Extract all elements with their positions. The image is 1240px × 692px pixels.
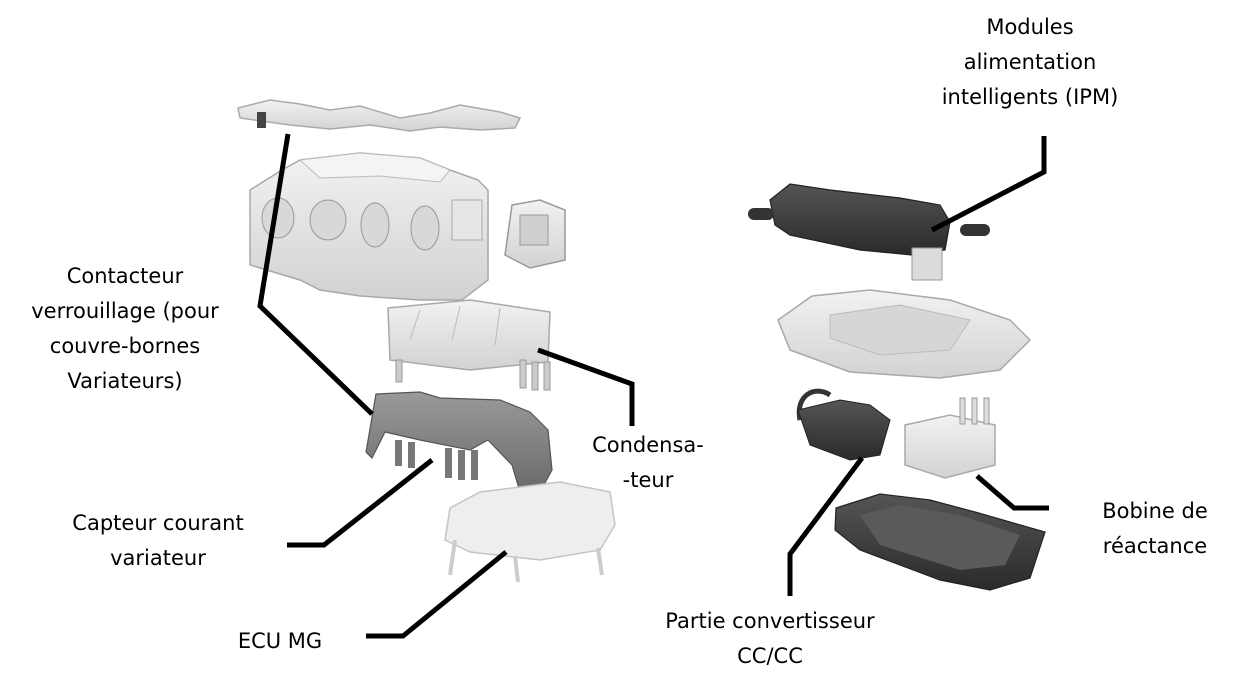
capacitor-part bbox=[387, 299, 551, 391]
interlock-contactor-part bbox=[257, 112, 266, 128]
label-line: Bobine de bbox=[1102, 499, 1208, 523]
label-line: Capteur courant bbox=[72, 511, 244, 535]
label-line: couvre-bornes bbox=[49, 334, 201, 358]
label-line: verrouillage (pour bbox=[31, 299, 219, 323]
leader-line-capteur bbox=[287, 458, 434, 548]
label-line: alimentation bbox=[963, 50, 1097, 74]
converter-frame-part bbox=[777, 289, 1032, 379]
label-line: Partie convertisseur bbox=[665, 609, 875, 633]
label-line: ECU MG bbox=[237, 629, 323, 653]
ipm-module-part bbox=[748, 183, 990, 281]
lower-cover-tray-part bbox=[834, 493, 1046, 591]
ecu-mg-board-part bbox=[444, 481, 616, 583]
label-ipm: Modules alimentation intelligents (IPM) bbox=[920, 10, 1140, 115]
leader-line-ipm bbox=[930, 136, 1047, 233]
label-ecu: ECU MG bbox=[210, 624, 350, 659]
label-line: Modules bbox=[986, 15, 1074, 39]
label-capteur: Capteur courant variateur bbox=[48, 506, 268, 576]
label-line: réactance bbox=[1102, 534, 1208, 558]
leader-line-convertisseur bbox=[787, 456, 864, 596]
side-connector-part bbox=[504, 199, 566, 269]
label-bobine: Bobine de réactance bbox=[1080, 494, 1230, 564]
label-line: variateur bbox=[110, 546, 206, 570]
leader-line-ecu bbox=[366, 550, 508, 639]
label-line: Condensa- bbox=[592, 433, 704, 457]
leader-line-condensateur bbox=[537, 347, 635, 426]
label-convertisseur: Partie convertisseur CC/CC bbox=[640, 604, 900, 674]
reactor-coil-part bbox=[904, 397, 996, 479]
leader-line-bobine bbox=[975, 474, 1049, 511]
inverter-housing-part bbox=[249, 152, 489, 301]
dcdc-converter-part bbox=[796, 388, 891, 461]
label-line: Variateurs) bbox=[67, 369, 183, 393]
top-cover-part bbox=[237, 99, 522, 132]
label-line: Contacteur bbox=[66, 264, 184, 288]
label-contacteur: Contacteur verrouillage (pour couvre-bor… bbox=[10, 259, 240, 399]
label-line: CC/CC bbox=[737, 644, 803, 668]
leader-line-contacteur bbox=[257, 133, 374, 416]
label-condensateur: Condensa- -teur bbox=[578, 428, 718, 498]
label-line: -teur bbox=[622, 468, 674, 492]
label-line: intelligents (IPM) bbox=[941, 85, 1119, 109]
current-sensor-part bbox=[365, 391, 553, 493]
